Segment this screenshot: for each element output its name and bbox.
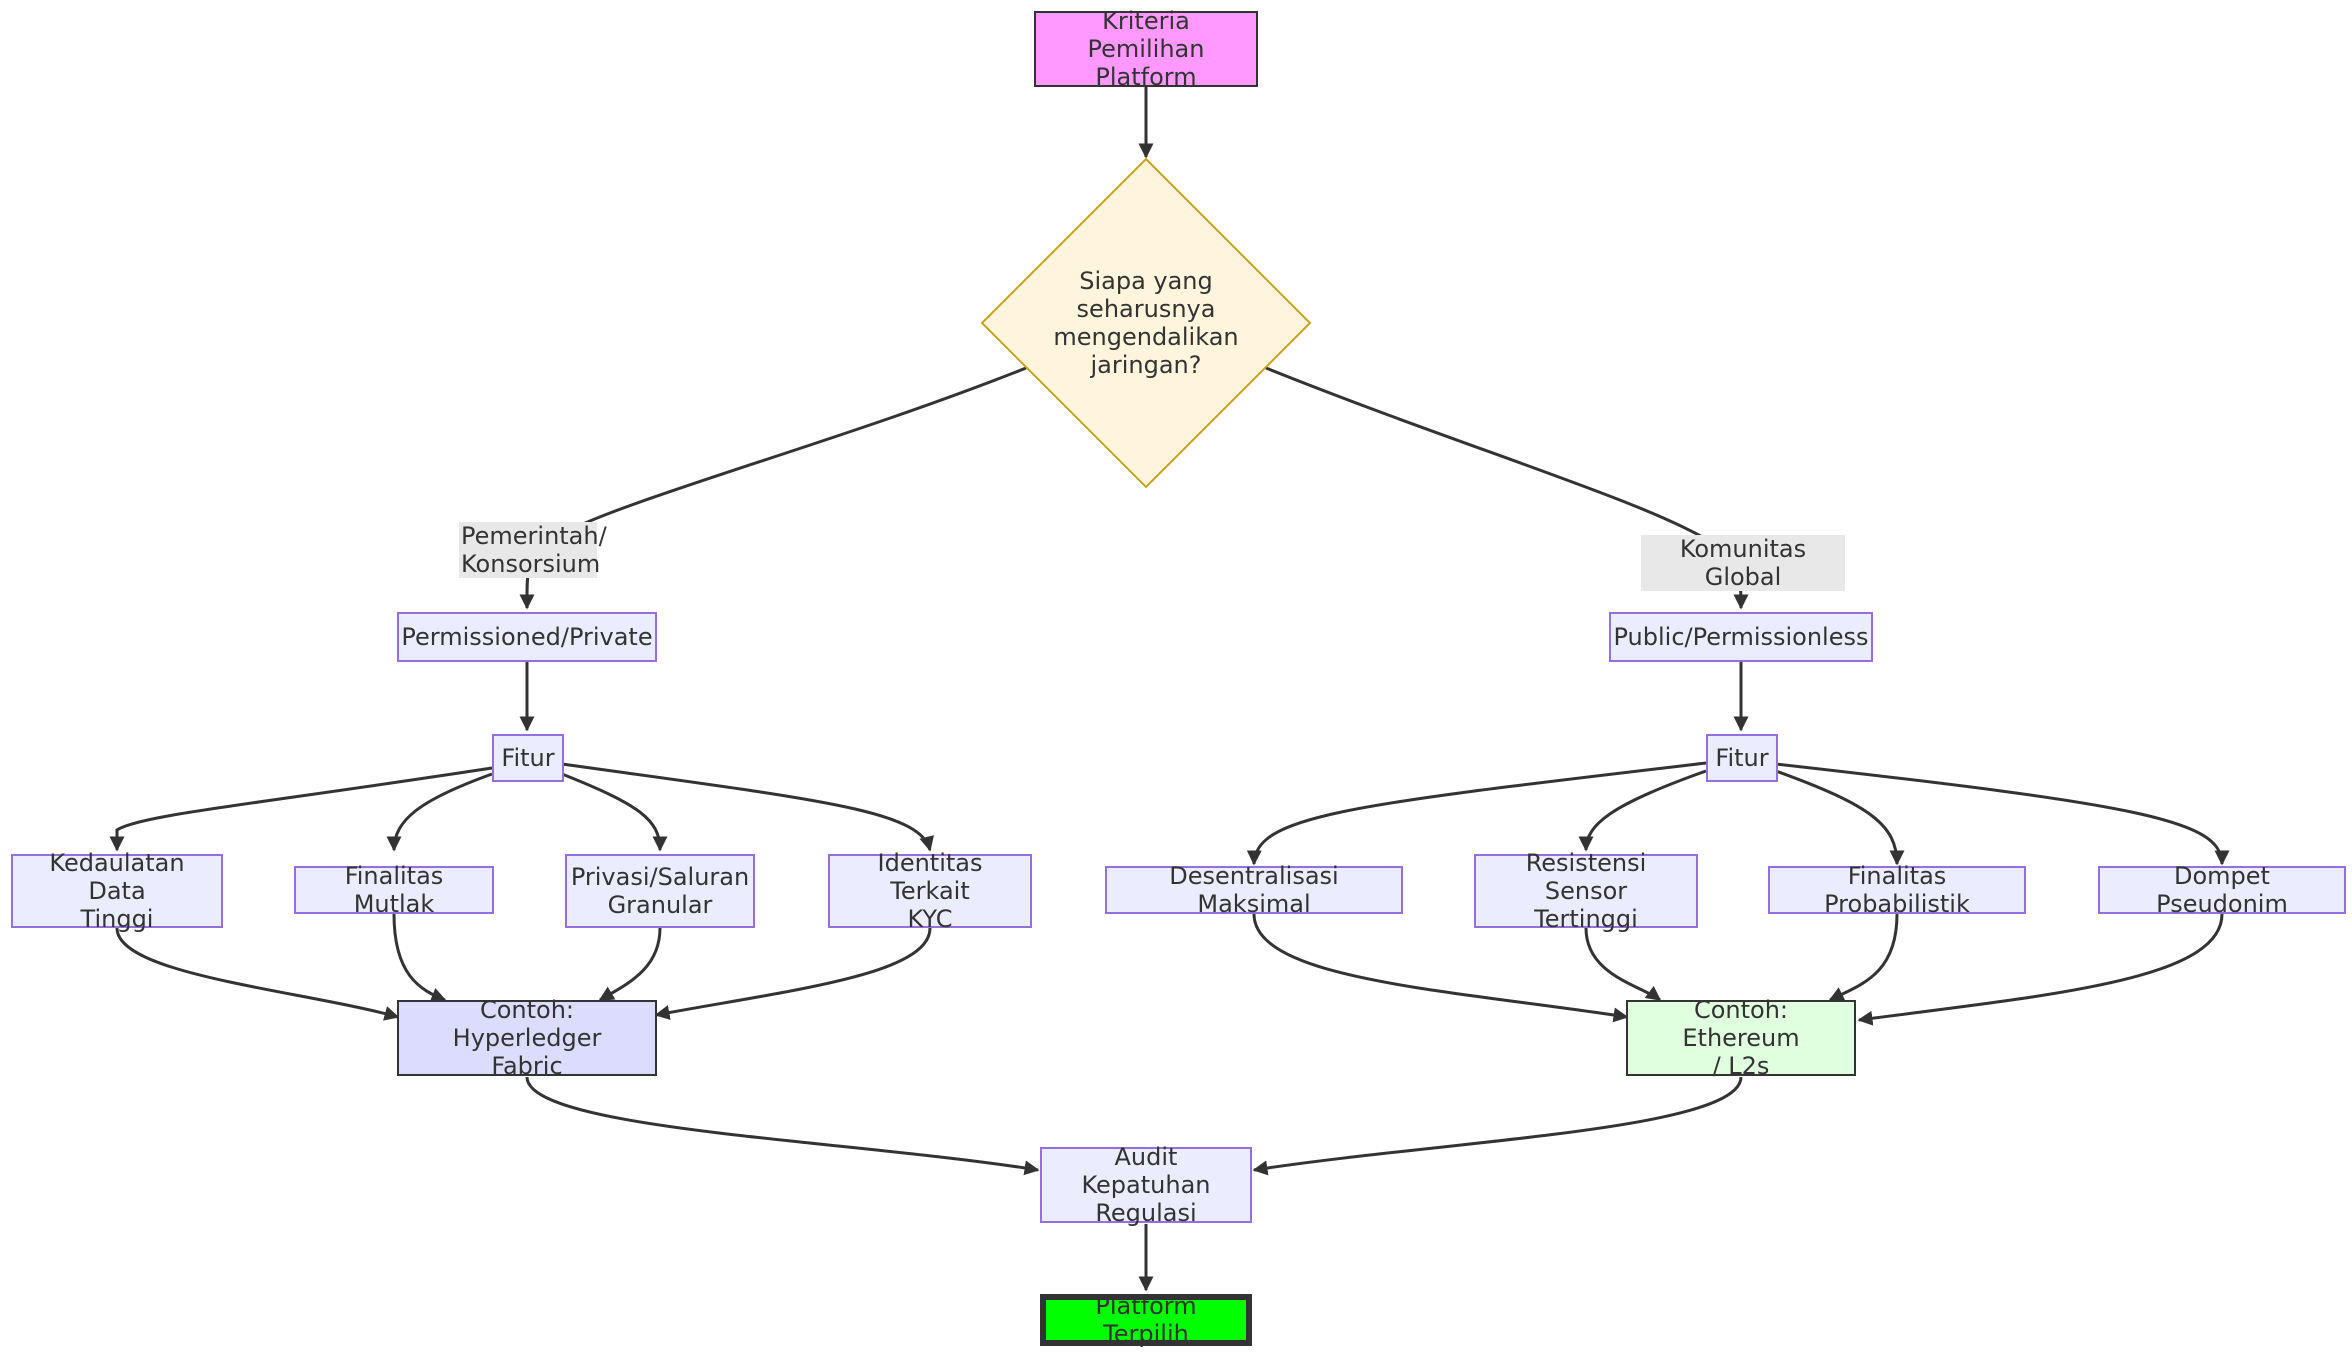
node-final: Platform Terpilih: [1040, 1292, 1252, 1348]
edge-f4-hl: [654, 927, 932, 1020]
edge-label-right: Komunitas Global: [1641, 535, 1845, 591]
edge-label-left: Pemerintah/ Konsorsium: [459, 522, 607, 578]
node-start: Kriteria Pemilihan Platform: [1034, 7, 1258, 91]
decision-diamond: [980, 157, 1312, 489]
edge-fitur-r1: [1246, 761, 1707, 866]
node-feature-finalitas-probabilistik: Finalitas Probabilistik: [1768, 862, 2026, 918]
node-feature-kedaulatan-label: Kedaulatan Data Tinggi: [49, 849, 185, 933]
node-final-label: Platform Terpilih: [1095, 1292, 1197, 1348]
node-example-hyperledger: Contoh: Hyperledger Fabric: [397, 996, 657, 1080]
edge-eth-audit: [1252, 1076, 1743, 1176]
node-feature-privasi-label: Privasi/Saluran Granular: [570, 863, 750, 919]
node-feature-identitas-label: Identitas Terkait KYC: [877, 849, 983, 933]
node-feature-resistensi-label: Resistensi Sensor Tertinggi: [1525, 849, 1647, 933]
edge-r2-eth: [1584, 927, 1662, 1002]
node-feature-finalitas-mutlak: Finalitas Mutlak: [294, 862, 494, 918]
node-public-label: Public/Permissionless: [1613, 623, 1869, 651]
node-feature-identitas: Identitas Terkait KYC: [828, 849, 1032, 933]
node-feature-desentralisasi-label: Desentralisasi Maksimal: [1169, 862, 1339, 918]
node-decision-label: Siapa yang seharusnya mengendalikan jari…: [1053, 267, 1239, 379]
node-example-ethereum-label: Contoh: Ethereum / L2s: [1682, 996, 1800, 1080]
node-feature-kedaulatan: Kedaulatan Data Tinggi: [11, 849, 223, 933]
node-feature-finalitas-mutlak-label: Finalitas Mutlak: [344, 862, 444, 918]
edge-fitur-r3: [1775, 769, 1905, 866]
node-start-label: Kriteria Pemilihan Platform: [1087, 7, 1205, 91]
edge-fitur-f1: [109, 766, 493, 852]
edge-r4-eth: [1857, 913, 2224, 1026]
edge-f2-hl: [392, 913, 447, 1002]
edge-fitur-f4: [561, 762, 934, 852]
edge-f3-hl: [598, 927, 662, 1002]
node-fitur-right: Fitur: [1706, 734, 1778, 782]
edge-fitur-r4: [1775, 762, 2230, 866]
edge-fitur-f3: [561, 772, 668, 852]
node-fitur-left-label: Fitur: [501, 744, 555, 772]
node-example-hyperledger-label: Contoh: Hyperledger Fabric: [452, 996, 602, 1080]
node-feature-dompet: Dompet Pseudonim: [2098, 862, 2346, 918]
node-feature-dompet-label: Dompet Pseudonim: [2156, 862, 2288, 918]
node-fitur-right-label: Fitur: [1715, 744, 1769, 772]
node-feature-finalitas-probabilistik-label: Finalitas Probabilistik: [1824, 862, 1970, 918]
node-example-ethereum: Contoh: Ethereum / L2s: [1626, 996, 1856, 1080]
edge-f1-hl: [115, 927, 400, 1021]
node-feature-privasi: Privasi/Saluran Granular: [565, 854, 755, 928]
node-fitur-left: Fitur: [492, 734, 564, 782]
node-public: Public/Permissionless: [1609, 612, 1873, 662]
node-audit-label: Audit Kepatuhan Regulasi: [1081, 1143, 1211, 1227]
node-decision: Siapa yang seharusnya mengendalikan jari…: [1030, 255, 1262, 391]
node-permissioned-label: Permissioned/Private: [401, 623, 653, 651]
node-permissioned: Permissioned/Private: [397, 612, 657, 662]
edge-fitur-f2: [386, 772, 493, 852]
node-feature-resistensi: Resistensi Sensor Tertinggi: [1474, 849, 1698, 933]
node-audit: Audit Kepatuhan Regulasi: [1040, 1143, 1252, 1227]
edge-decision-left: [519, 366, 1027, 610]
edge-r1-eth: [1252, 913, 1629, 1023]
edge-r3-eth: [1828, 913, 1899, 1002]
edge-hl-audit: [525, 1076, 1040, 1176]
node-feature-desentralisasi: Desentralisasi Maksimal: [1105, 862, 1403, 918]
edge-fitur-r2: [1578, 769, 1707, 852]
